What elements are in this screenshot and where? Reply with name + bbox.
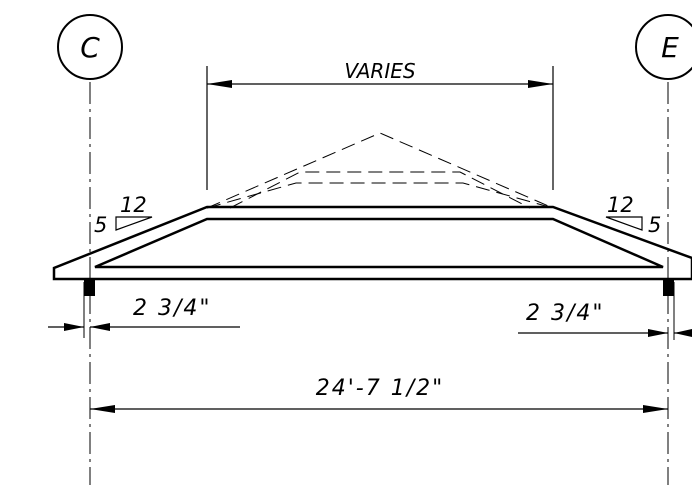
right-overhang-label: 2 3/4" (526, 301, 605, 326)
slope-left-run: 12 (120, 193, 147, 217)
truss-outer-profile (52, 205, 692, 281)
varies-label: VARIES (344, 59, 415, 83)
gridline-bubble-e: E (635, 14, 692, 80)
alternate-peak-dashed (206, 132, 554, 209)
truss-inner-profile (94, 217, 664, 269)
gridline-label-e: E (661, 31, 679, 64)
gridline-label-c: C (80, 31, 100, 64)
bearing-block-left (84, 280, 95, 296)
left-overhang-label: 2 3/4" (133, 296, 212, 321)
right-overhang-dimension: 2 3/4" (518, 282, 692, 340)
slope-indicator-left: 12 5 (94, 193, 153, 237)
gridline-bubble-c: C (57, 14, 123, 80)
slope-right-run: 12 (607, 193, 634, 217)
overall-width-label: 24'-7 1/2" (316, 376, 445, 401)
left-overhang-dimension: 2 3/4" (48, 282, 240, 338)
varies-dimension: VARIES (206, 59, 554, 190)
bearing-block-right (663, 280, 674, 296)
slope-right-rise: 5 (648, 213, 661, 237)
slope-left-rise: 5 (94, 213, 107, 237)
overall-width-dimension: 24'-7 1/2" (90, 376, 668, 413)
slope-indicator-right: 12 5 (605, 193, 661, 237)
